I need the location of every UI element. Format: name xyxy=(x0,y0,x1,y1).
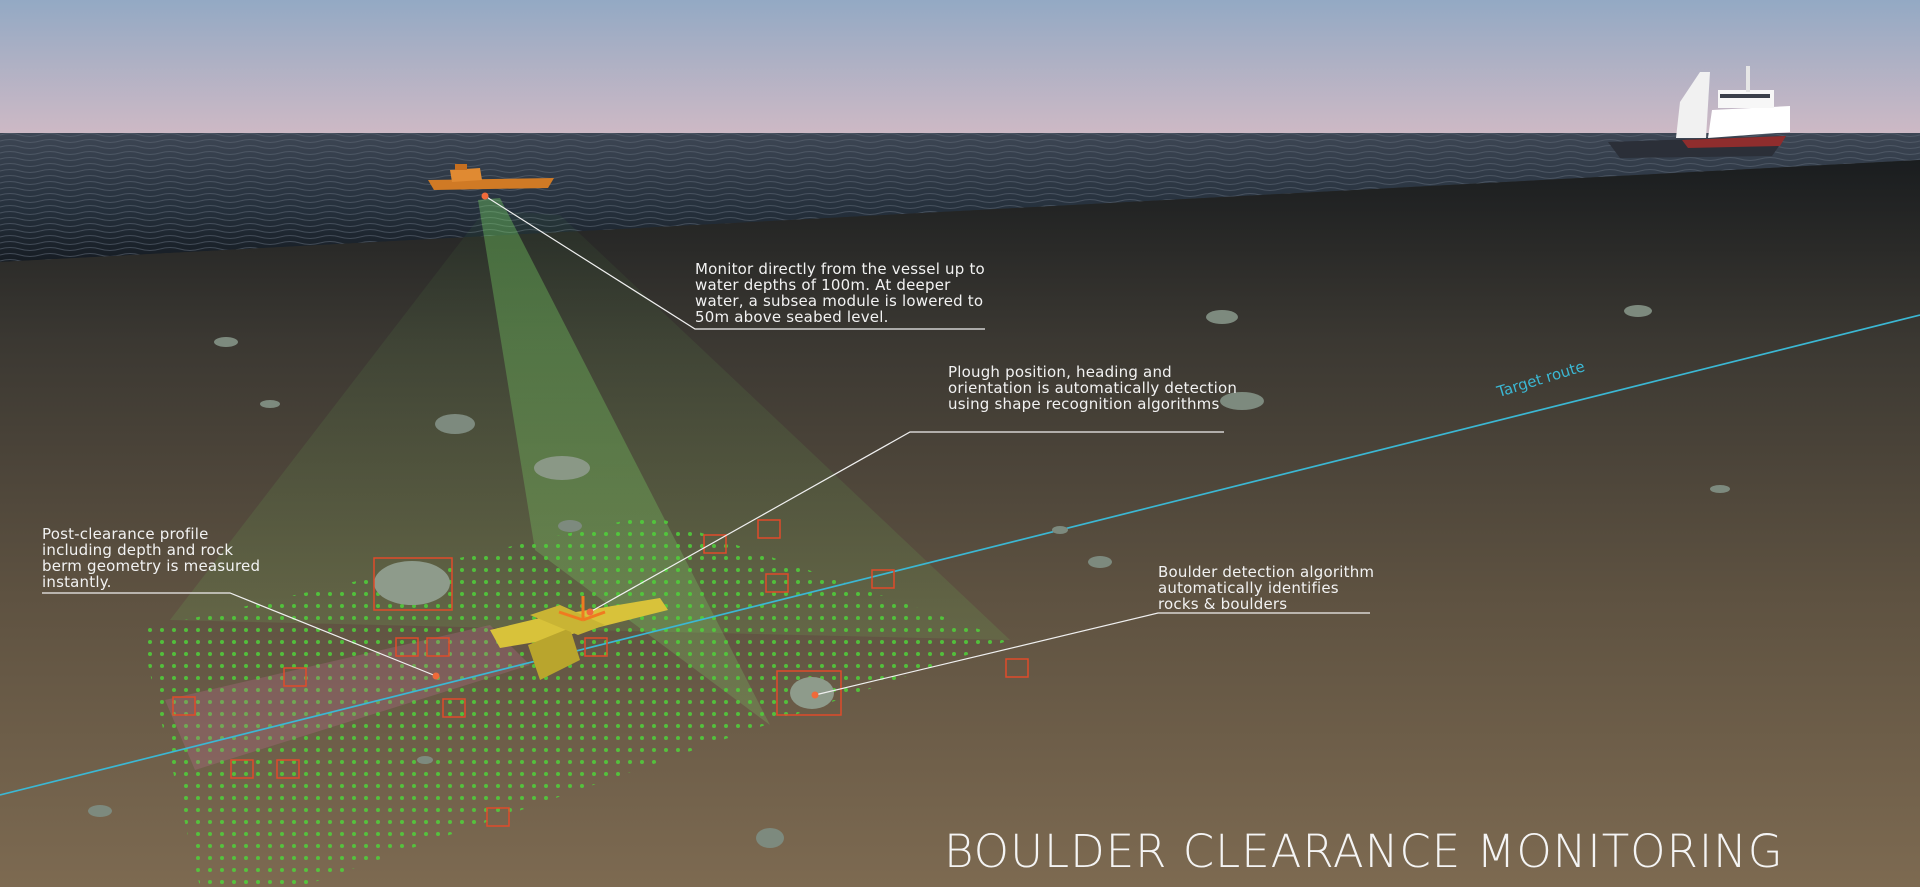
clearance-trench xyxy=(165,625,530,770)
target-route-line xyxy=(0,314,1920,796)
boulders xyxy=(88,305,1730,848)
callout-leaders xyxy=(42,195,1370,696)
page-title: BOULDER CLEARANCE MONITORING xyxy=(944,825,1784,878)
sky xyxy=(0,0,1920,133)
callout-boulder-detection: Boulder detection algorithm automaticall… xyxy=(1158,563,1375,613)
detection-boxes xyxy=(172,519,1029,827)
survey-vessel xyxy=(428,164,554,190)
callout-plough-position: Plough position, heading and orientation… xyxy=(948,363,1238,413)
callout-post-clearance-profile: Post-clearance profile including depth a… xyxy=(42,525,261,591)
survey-grid xyxy=(140,515,1010,887)
callout-vessel-monitoring: Monitor directly from the vessel up to w… xyxy=(695,260,985,326)
leader-dots xyxy=(432,192,819,699)
plough xyxy=(490,596,668,680)
support-ship xyxy=(1608,66,1790,158)
